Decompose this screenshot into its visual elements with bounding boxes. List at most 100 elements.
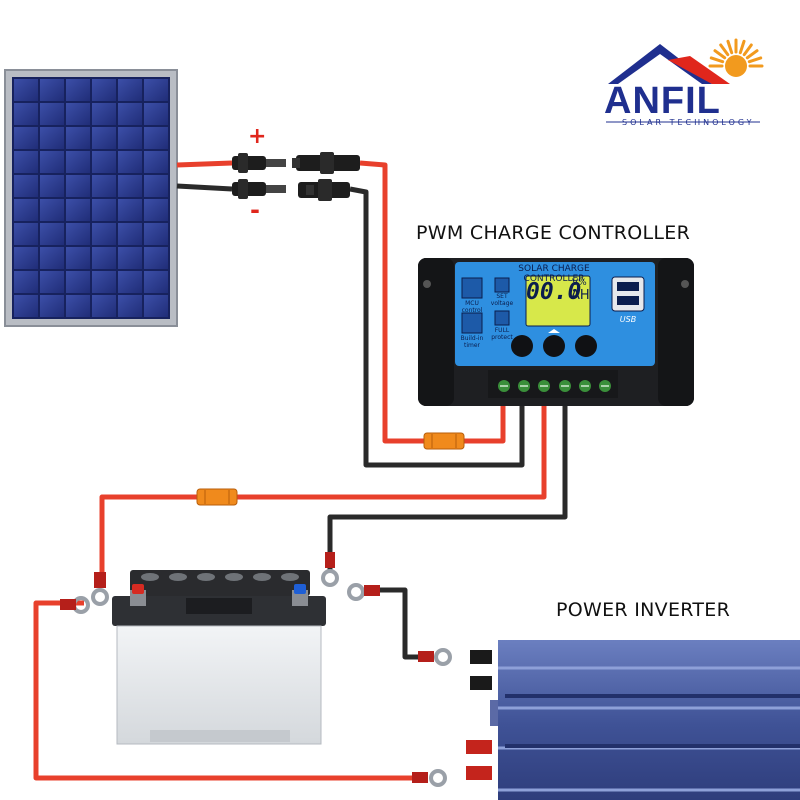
solar-cell bbox=[14, 223, 38, 245]
solar-cell bbox=[118, 223, 142, 245]
inverter-dc-terminals bbox=[466, 650, 492, 780]
solar-cell bbox=[14, 175, 38, 197]
protect-label: FULL protect bbox=[491, 327, 513, 341]
solar-cell bbox=[118, 295, 142, 317]
solar-cell bbox=[118, 151, 142, 173]
controller-title: PWM CHARGE CONTROLLER bbox=[416, 222, 691, 244]
solar-cell bbox=[14, 103, 38, 125]
battery-negative-wire bbox=[327, 405, 568, 570]
battery-positive-wire bbox=[99, 405, 547, 582]
solar-cell bbox=[144, 295, 168, 317]
charge-controller bbox=[418, 258, 694, 406]
solar-cell bbox=[14, 295, 38, 317]
solar-cell bbox=[66, 127, 90, 149]
solar-cell bbox=[40, 103, 64, 125]
solar-cell bbox=[40, 223, 64, 245]
solar-cell bbox=[14, 151, 38, 173]
mc4-positive-female bbox=[292, 152, 360, 174]
solar-panel bbox=[4, 69, 178, 327]
cell-cap bbox=[169, 573, 187, 581]
power-inverter bbox=[466, 640, 800, 800]
negative-label: - bbox=[250, 196, 260, 224]
cell-cap bbox=[225, 573, 243, 581]
solar-cell bbox=[40, 127, 64, 149]
inverter-fins bbox=[498, 666, 800, 792]
solar-cell bbox=[40, 199, 64, 221]
battery-cell-caps bbox=[141, 573, 299, 581]
solar-cell bbox=[92, 151, 116, 173]
solar-cell bbox=[92, 247, 116, 269]
solar-cell bbox=[118, 127, 142, 149]
inverter-title: POWER INVERTER bbox=[556, 599, 731, 621]
panel-positive-wire bbox=[176, 160, 233, 168]
solar-cell bbox=[144, 151, 168, 173]
solar-wires bbox=[176, 160, 525, 468]
solar-cell bbox=[66, 79, 90, 101]
solar-cell bbox=[66, 223, 90, 245]
mc4-connectors bbox=[232, 152, 360, 201]
solar-cell bbox=[40, 175, 64, 197]
solar-cell bbox=[66, 247, 90, 269]
house-roof-icon bbox=[608, 44, 712, 84]
usb-ports bbox=[611, 276, 645, 312]
solar-cell bbox=[92, 223, 116, 245]
solar-cell bbox=[40, 271, 64, 293]
pv-fuse bbox=[423, 432, 465, 450]
solar-cell bbox=[92, 127, 116, 149]
cell-cap bbox=[253, 573, 271, 581]
solar-cell bbox=[92, 271, 116, 293]
solar-cell bbox=[66, 295, 90, 317]
solar-cells bbox=[14, 79, 168, 317]
inverter-negative-wire bbox=[368, 587, 420, 660]
solar-cell bbox=[144, 199, 168, 221]
mc4-negative-female bbox=[298, 179, 350, 201]
sun-icon bbox=[708, 38, 764, 68]
cell-cap bbox=[281, 573, 299, 581]
solar-cell bbox=[66, 199, 90, 221]
solar-cell bbox=[40, 295, 64, 317]
solar-cell bbox=[118, 79, 142, 101]
solar-cell bbox=[14, 79, 38, 101]
solar-cell bbox=[14, 127, 38, 149]
solar-cell bbox=[144, 271, 168, 293]
solar-cell bbox=[118, 103, 142, 125]
set-label: SET voltage bbox=[490, 293, 514, 307]
solar-cell bbox=[118, 175, 142, 197]
solar-cell bbox=[144, 175, 168, 197]
solar-cell bbox=[144, 247, 168, 269]
panel-negative-wire bbox=[176, 183, 233, 192]
solar-cell bbox=[118, 247, 142, 269]
controller-header: SOLAR CHARGE CONTROLLER bbox=[518, 264, 590, 284]
mode-button[interactable] bbox=[511, 335, 533, 357]
solar-cell bbox=[118, 199, 142, 221]
controller-terminals bbox=[498, 380, 611, 392]
positive-label: + bbox=[248, 124, 267, 149]
solar-cell bbox=[92, 175, 116, 197]
cell-cap bbox=[197, 573, 215, 581]
battery-wires bbox=[99, 405, 568, 582]
solar-cell bbox=[92, 295, 116, 317]
solar-cell bbox=[92, 79, 116, 101]
lcd-readout: 00.0 bbox=[526, 279, 582, 305]
battery-negative-terminal bbox=[292, 584, 308, 606]
cell-cap bbox=[141, 573, 159, 581]
ring-terminals bbox=[72, 569, 452, 787]
battery-fuse bbox=[196, 488, 238, 506]
solar-cell bbox=[40, 247, 64, 269]
down-button[interactable] bbox=[575, 335, 597, 357]
mc4-negative-male bbox=[232, 179, 286, 199]
lcd-unit-bottom: AH bbox=[571, 288, 590, 303]
solar-cell bbox=[92, 199, 116, 221]
terminal-sleeves bbox=[60, 552, 434, 783]
battery-positive-terminal bbox=[130, 584, 146, 606]
battery bbox=[112, 570, 326, 745]
solar-cell bbox=[66, 271, 90, 293]
anfil-logo-graphic bbox=[606, 38, 764, 123]
solar-cell bbox=[144, 79, 168, 101]
up-button[interactable] bbox=[543, 335, 565, 357]
logo-wordmark: ANFIL bbox=[604, 80, 721, 122]
solar-cell bbox=[66, 103, 90, 125]
solar-cell bbox=[14, 271, 38, 293]
mcu-label: MCU control bbox=[461, 300, 483, 314]
